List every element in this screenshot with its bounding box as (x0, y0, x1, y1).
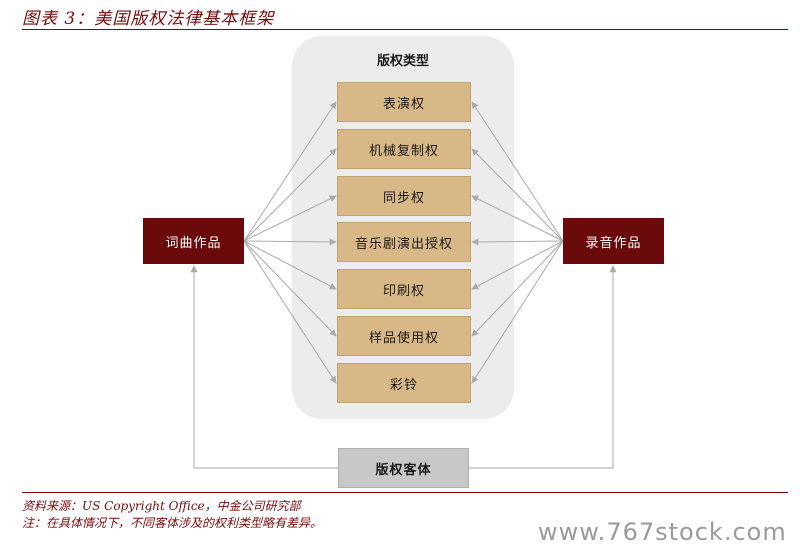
arrow-lyrics-to-right-0 (243, 101, 337, 242)
arrow-lyrics-to-right-4 (243, 240, 337, 290)
remark-note: 注：在具体情况下，不同客体涉及的权利类型略有差异。 (22, 516, 323, 530)
arrow-lyrics-to-right-6 (243, 240, 337, 384)
arrow-recording-to-right-6 (471, 240, 564, 384)
arrow-recording-to-right-3 (471, 238, 564, 246)
figure-title: 图表 3：美国版权法律基本框架 (22, 9, 275, 29)
arrow-recording-to-right-2 (471, 195, 564, 242)
lyrics-music-work: 词曲作品 (143, 218, 244, 264)
right-sync: 同步权 (337, 176, 471, 216)
arrow-lyrics-to-right-2 (243, 195, 337, 242)
sound-recording-work: 录音作品 (563, 218, 664, 264)
source-note: 资料来源：US Copyright Office，中金公司研究部 (22, 499, 301, 513)
arrow-recording-to-right-1 (471, 148, 564, 242)
arrow-recording-to-right-4 (471, 240, 564, 290)
bottom-divider (22, 492, 788, 493)
right-performance: 表演权 (337, 82, 471, 122)
right-sample: 样品使用权 (337, 316, 471, 356)
right-grand: 音乐剧演出授权 (337, 222, 471, 262)
watermark: www.767stock.com (538, 518, 787, 546)
arrow-lyrics-to-right-3 (243, 238, 337, 246)
arrow-lyrics-to-right-5 (243, 240, 337, 337)
copyright-object-box: 版权客体 (338, 448, 469, 488)
right-ringtone: 彩铃 (337, 363, 471, 403)
top-divider (22, 29, 788, 30)
object-to-lyrics-arrow (190, 265, 338, 469)
arrow-recording-to-right-5 (471, 240, 564, 337)
arrow-recording-to-right-0 (471, 101, 564, 242)
right-mechanical: 机械复制权 (337, 129, 471, 169)
right-print: 印刷权 (337, 269, 471, 309)
arrow-lyrics-to-right-1 (243, 148, 337, 242)
rights-panel-title: 版权类型 (376, 54, 429, 69)
object-to-recording-arrow (469, 265, 617, 469)
